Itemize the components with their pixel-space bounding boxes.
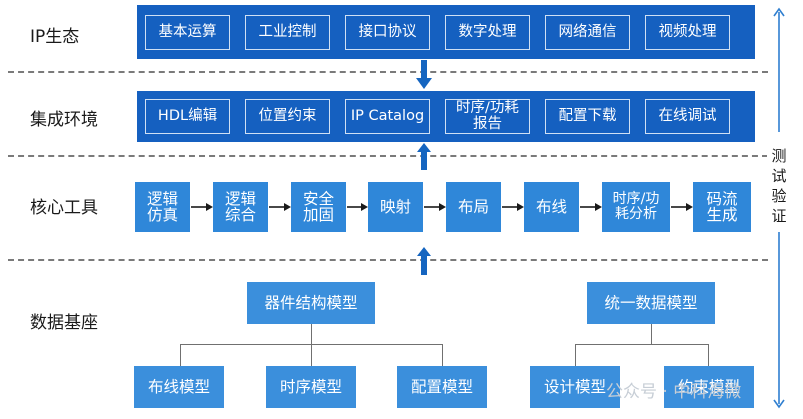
ip-item: 网络通信	[545, 15, 630, 50]
model-root-device: 器件结构模型	[247, 282, 375, 324]
env-item: HDL编辑	[145, 99, 230, 134]
ip-item: 接口协议	[345, 15, 430, 50]
side-label-test-verify: 测 试 验 证	[771, 147, 787, 225]
model-child: 设计模型	[530, 366, 620, 408]
tree-connector	[180, 344, 181, 366]
tree-connector	[651, 324, 652, 344]
model-child: 布线模型	[134, 366, 224, 408]
layer-label-ip: IP生态	[30, 27, 80, 47]
env-item: 位置约束	[245, 99, 330, 134]
env-item: IP Catalog	[345, 99, 430, 134]
core-step: 布线	[524, 182, 579, 232]
side-label-mask	[767, 132, 791, 232]
model-root-unified: 统一数据模型	[587, 282, 715, 324]
ip-item: 视频处理	[645, 15, 730, 50]
tree-connector	[575, 344, 709, 345]
ip-item: 基本运算	[145, 15, 230, 50]
core-step: 逻辑 综合	[213, 182, 268, 232]
model-child: 配置模型	[397, 366, 487, 408]
up-arrow-icon	[417, 247, 431, 275]
tree-connector	[708, 344, 709, 366]
core-step: 映射	[368, 182, 423, 232]
ip-item: 数字处理	[445, 15, 530, 50]
layer-label-core: 核心工具	[30, 198, 98, 218]
layer-label-data: 数据基座	[30, 313, 98, 333]
up-arrow-icon	[417, 143, 431, 170]
core-step: 码流 生成	[693, 182, 751, 232]
separator	[8, 259, 768, 261]
model-child: 时序模型	[266, 366, 356, 408]
down-arrow-icon	[416, 60, 432, 89]
env-item: 在线调试	[645, 99, 730, 134]
tree-connector	[442, 344, 443, 366]
layer-label-env: 集成环境	[30, 110, 98, 130]
env-item: 时序/功耗 报告	[445, 99, 530, 134]
tree-connector	[311, 344, 312, 366]
watermark-text: 公众号 · 中科海微	[606, 382, 742, 402]
separator	[8, 71, 768, 73]
core-step: 逻辑 仿真	[135, 182, 190, 232]
core-step: 安全 加固	[291, 182, 346, 232]
model-child: 约束模型	[664, 366, 754, 408]
ip-item: 工业控制	[245, 15, 330, 50]
core-step: 布局	[446, 182, 501, 232]
tree-connector	[575, 344, 576, 366]
tree-connector	[311, 324, 312, 344]
env-item: 配置下载	[545, 99, 630, 134]
separator	[8, 155, 768, 157]
core-step: 时序/功 耗分析	[602, 182, 670, 232]
